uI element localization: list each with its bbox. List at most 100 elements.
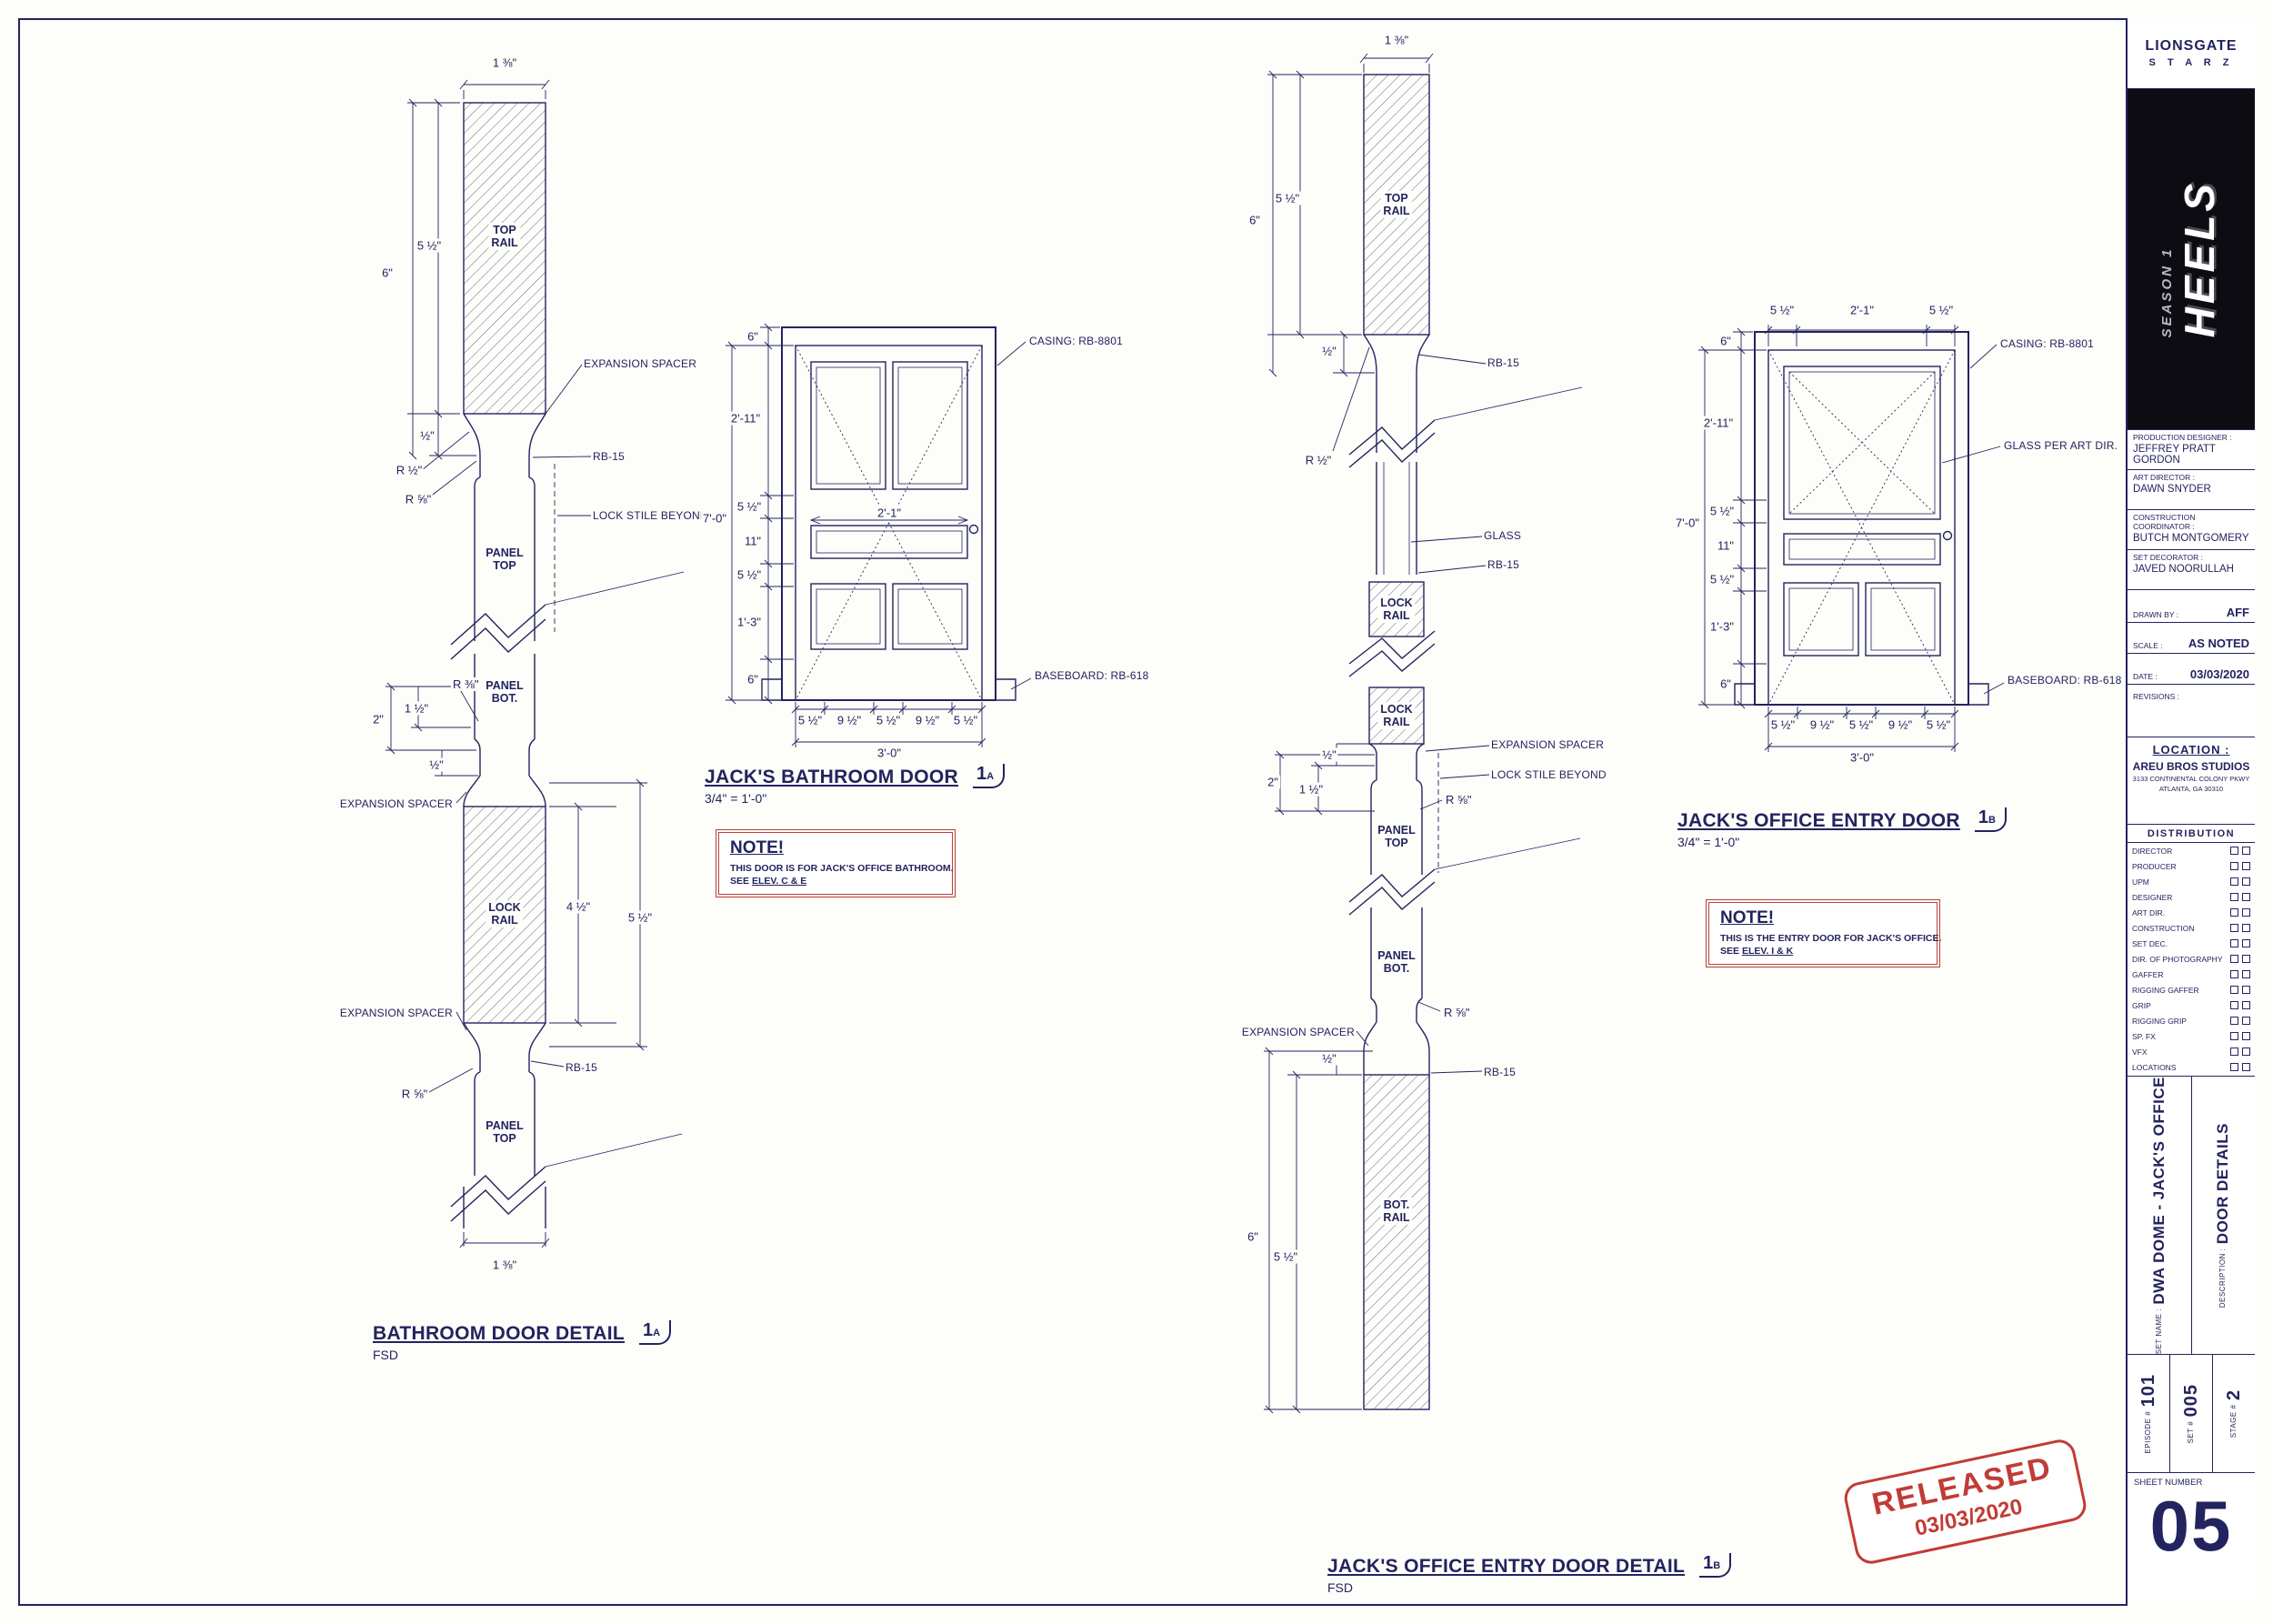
checkbox (2242, 970, 2250, 978)
scale-row: SCALE : AS NOTED (2128, 623, 2255, 654)
bathroom-door-title: JACK'S BATHROOM DOOR 1A 3/4" = 1'-0" (705, 764, 1006, 806)
checkbox (2230, 1063, 2238, 1071)
studio-name: LIONSGATE (2145, 38, 2238, 54)
left-dims-top (1267, 70, 1375, 452)
distribution-row: GAFFER (2128, 967, 2255, 982)
checkbox (2242, 1048, 2250, 1056)
note-body: THIS IS THE ENTRY DOOR FOR JACK'S OFFICE… (1720, 933, 1942, 944)
dim-label: 5 ½" (735, 499, 764, 514)
bathroom-door-section-drawing: 1 ⅜" TOP RAIL 6" 5 ½" ½" R ½" R ⅝" EXPAN… (327, 50, 764, 1323)
component-label-top-rail: TOP RAIL (1380, 191, 1413, 218)
callout-rb15: RB-15 (1487, 558, 1520, 571)
dim-label: 7'-0" (701, 511, 728, 526)
checkbox (2242, 986, 2250, 994)
office-door-section-drawing: 1 ⅜" TOP RAIL 6" 5 ½" ½" R ½" RB-15 GLAS… (1227, 27, 1682, 1446)
dim-label: R ⅜" (451, 677, 481, 691)
distribution-heading: DISTRIBUTION (2128, 825, 2255, 843)
callout-expansion-spacer: EXPANSION SPACER (339, 1007, 453, 1019)
network-name: S T A R Z (2148, 57, 2234, 68)
drawn-by-row: DRAWN BY : AFF (2128, 590, 2255, 623)
dim-label: 2'-1" (1850, 303, 1874, 317)
stage-number-text: STAGE # 2 (2223, 1388, 2244, 1439)
dim-label: 6" (746, 672, 760, 687)
set-name-column: SET NAME : DWA DOME - JACK'S OFFICE (2128, 1077, 2191, 1354)
left-dims-bottom (1264, 1047, 1362, 1414)
dim-label: ½" (418, 428, 436, 443)
studio-logo: LIONSGATE S T A R Z (2128, 18, 2255, 89)
set-info-block: SET NAME : DWA DOME - JACK'S OFFICE DESC… (2128, 1077, 2255, 1473)
callout-glass-per-art: GLASS PER ART DIR. (2004, 439, 2118, 452)
dim-label: ½" (1320, 1051, 1338, 1066)
callout-casing: CASING: RB-8801 (1029, 335, 1124, 347)
dim-label: 6" (380, 266, 395, 280)
bathroom-door-elevation-drawing: 6" 2'-11" 7'-0" 5 ½" 11" 5 ½" 1'-3" 6" 2… (673, 291, 1182, 818)
checkbox (2230, 847, 2238, 855)
date-row: DATE : 03/03/2020 (2128, 654, 2255, 685)
callout-lock-stile-beyond: LOCK STILE BEYOND (593, 509, 708, 522)
set-name-text: SET NAME : DWA DOME - JACK'S OFFICE (2149, 1077, 2168, 1355)
distribution-row: ART DIR. (2128, 905, 2255, 920)
distribution-row: DIRECTOR (2128, 843, 2255, 858)
section-title: JACK'S OFFICE ENTRY DOOR DETAIL (1327, 1556, 1686, 1577)
dim-label: 5 ½" (1770, 717, 1796, 732)
component-label-bot-rail: BOT. RAIL (1380, 1198, 1413, 1225)
bathroom-detail-title: BATHROOM DOOR DETAIL 1A FSD (373, 1320, 672, 1362)
distribution-row: SP. FX (2128, 1028, 2255, 1044)
section-title: BATHROOM DOOR DETAIL (373, 1323, 626, 1344)
callout-expansion-spacer: EXPANSION SPACER (584, 357, 697, 370)
section-scale: 3/4" = 1'-0" (1677, 835, 1740, 849)
distribution-row: RIGGING GAFFER (2128, 982, 2255, 997)
dim-label: ½" (1320, 344, 1338, 358)
dim-label: 5 ½" (735, 567, 764, 582)
show-season: SEASON 1 (2158, 246, 2175, 338)
checkbox (2242, 1017, 2250, 1025)
component-label-panel-bot: PANEL BOT. (1375, 948, 1418, 976)
checkbox (2230, 1032, 2238, 1040)
checkbox (2230, 908, 2238, 917)
dim-label: ½" (427, 757, 446, 772)
top-width-dim (459, 79, 550, 99)
checkbox (2242, 924, 2250, 932)
checkbox (2242, 1032, 2250, 1040)
dim-label: 5 ½" (626, 910, 655, 925)
distribution-row: UPM (2128, 874, 2255, 889)
episode-column: EPISODE # 101 (2128, 1355, 2169, 1472)
component-label-lock-rail: LOCK RAIL (486, 900, 524, 927)
stage-number-column: STAGE # 2 (2212, 1355, 2255, 1472)
title-block: LIONSGATE S T A R Z SEASON 1 HEELS PRODU… (2126, 18, 2255, 1606)
detail-ref-bubble: 1B (1974, 807, 2007, 832)
dim-label: R ½" (394, 463, 425, 477)
dim-label: 9 ½" (836, 713, 862, 727)
dim-label: 5 ½" (1707, 504, 1737, 518)
checkbox (2242, 893, 2250, 901)
note-reference: SEE ELEV. C & E (730, 875, 807, 887)
bottom-dims (791, 702, 986, 747)
checkbox (2230, 1001, 2238, 1009)
checkbox (2230, 1017, 2238, 1025)
office-elevation-geometry (1698, 325, 2005, 752)
office-section-geometry (1264, 53, 1583, 1414)
detail-ref-bubble: 1A (972, 764, 1006, 788)
office-detail-title: JACK'S OFFICE ENTRY DOOR DETAIL 1B FSD (1327, 1553, 1732, 1595)
credit-construction-coordinator: CONSTRUCTION COORDINATOR : BUTCH MONTGOM… (2128, 510, 2255, 550)
callout-expansion-spacer: EXPANSION SPACER (339, 797, 453, 810)
left-dims (407, 98, 477, 498)
dim-label: 5 ½" (1848, 717, 1874, 732)
checkbox (2242, 939, 2250, 947)
dim-label: 1'-3" (1708, 619, 1736, 634)
checkbox (2242, 955, 2250, 963)
show-logo-text: SEASON 1 HEELS (2159, 180, 2224, 337)
callout-rb15: RB-15 (593, 450, 626, 463)
distribution-row: CONSTRUCTION (2128, 920, 2255, 936)
dim-label: 6" (1246, 1229, 1260, 1244)
description-text: DESCRIPTION : DOOR DETAILS (2214, 1122, 2232, 1308)
dim-label: 4 ½" (564, 899, 593, 914)
dim-label: 5 ½" (876, 713, 901, 727)
dim-label: 2'-11" (728, 411, 763, 426)
dim-label: 6" (1718, 677, 1733, 691)
leader-lines (428, 364, 592, 1093)
dim-label: 6" (746, 329, 760, 344)
dim-label: 1 ⅜" (492, 55, 517, 70)
dim-label: 1'-3" (736, 615, 763, 629)
